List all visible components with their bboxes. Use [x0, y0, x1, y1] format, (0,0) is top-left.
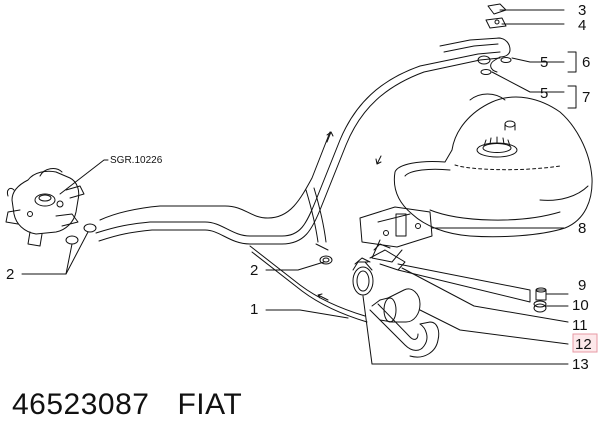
- leader-lines: [21, 9, 577, 365]
- fuel-lines-drawing: [95, 37, 511, 358]
- fuel-filter-drawing: [371, 288, 421, 323]
- callout-5-lower: 5: [540, 85, 548, 102]
- callout-3: 3: [578, 2, 586, 19]
- carburettor-drawing: [5, 168, 85, 247]
- callout-6: 6: [582, 54, 590, 71]
- callout-2-center: 2: [250, 262, 258, 279]
- callout-12: 12: [575, 336, 592, 353]
- reference-code-label: SGR.10226: [110, 155, 163, 166]
- callout-5-upper: 5: [540, 54, 548, 71]
- grommet-parts-drawing: [533, 287, 547, 313]
- tank-bracket-drawing: [359, 206, 433, 263]
- callout-1: 1: [250, 301, 258, 318]
- callout-11: 11: [572, 317, 588, 334]
- callout-4: 4: [578, 17, 586, 34]
- part-brand: FIAT: [177, 388, 243, 421]
- callout-8: 8: [578, 220, 586, 237]
- filter-bracket-drawing: [364, 243, 406, 271]
- callout-9: 9: [578, 277, 586, 294]
- flow-arrows: [317, 131, 382, 301]
- callout-7: 7: [582, 89, 590, 106]
- callout-10: 10: [572, 297, 589, 314]
- part-caption: 46523087 FIAT: [12, 388, 242, 422]
- callout-12-highlight: [572, 333, 598, 353]
- callout-13: 13: [572, 356, 589, 373]
- hose-clamp-drawing: [352, 257, 374, 296]
- callout-2-left: 2: [6, 266, 14, 283]
- part-number: 46523087: [12, 388, 150, 421]
- fuel-tank-drawing: [393, 93, 593, 238]
